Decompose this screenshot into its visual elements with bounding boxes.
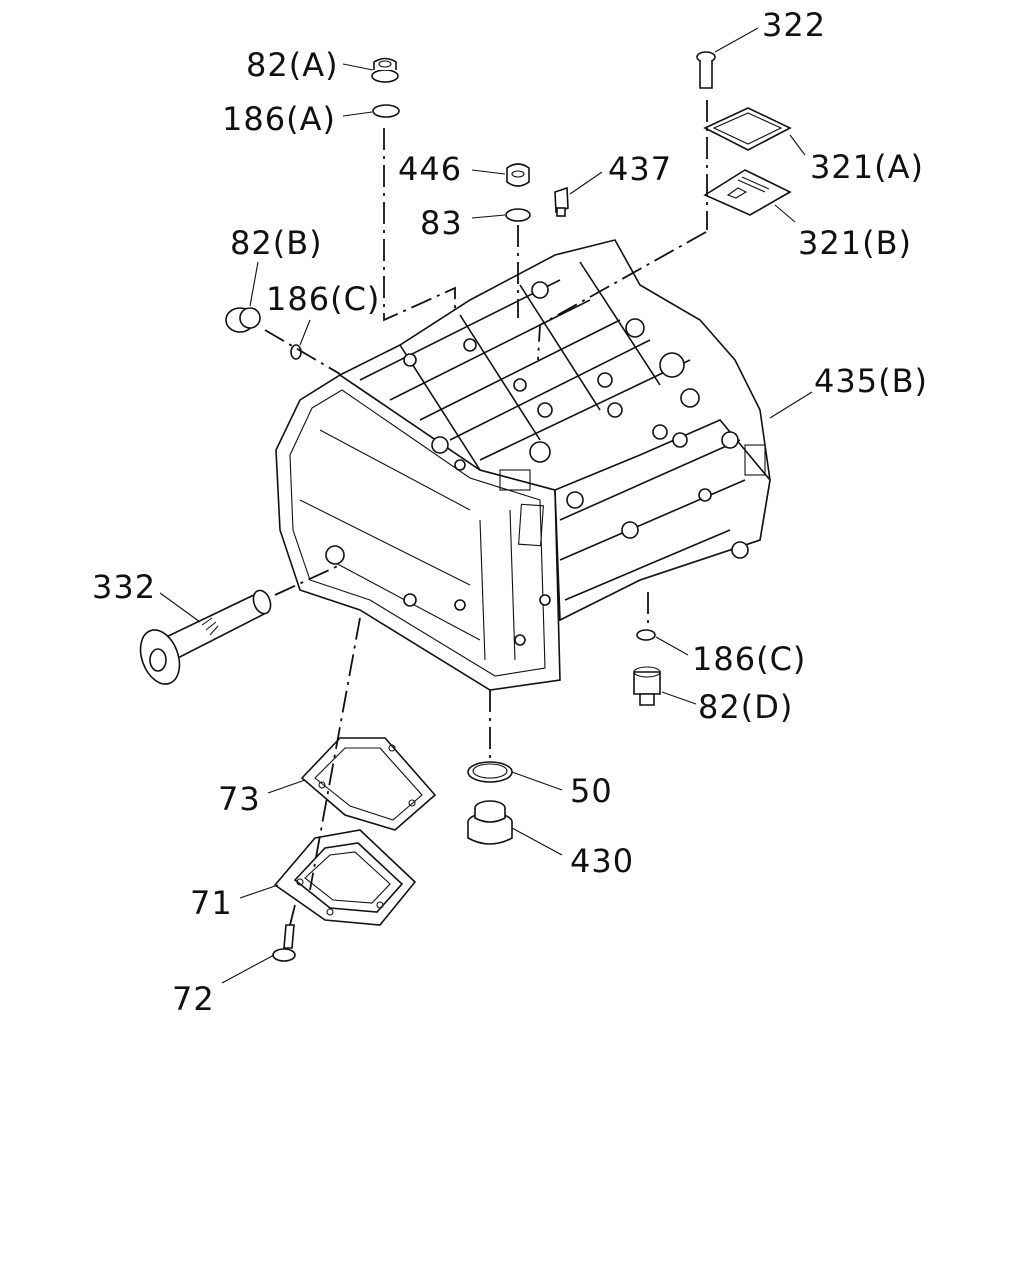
label-322: 322 [762, 6, 826, 44]
part-73-gasket [300, 737, 437, 831]
label-321B: 321(B) [798, 224, 912, 262]
label-73: 73 [218, 780, 261, 818]
part-82A-plug [371, 57, 399, 83]
part-446-plug [506, 163, 530, 187]
label-82A: 82(A) [246, 46, 339, 84]
label-435B: 435(B) [814, 362, 928, 400]
part-321B-plate [703, 169, 792, 216]
label-186C-bottom: 186(C) [692, 640, 806, 678]
label-72: 72 [172, 980, 215, 1018]
label-321A: 321(A) [810, 148, 924, 186]
label-83: 83 [420, 204, 463, 242]
part-82D-plug [633, 666, 661, 706]
part-186C-bottom-washer [636, 629, 656, 641]
label-50: 50 [570, 772, 613, 810]
part-83-washer [505, 208, 531, 222]
transmission-case [275, 239, 771, 691]
part-430-plug [467, 800, 513, 845]
part-322-bolt [696, 51, 716, 89]
part-50-oring [467, 761, 513, 783]
assembly-lines [264, 100, 708, 926]
part-437-breather [554, 186, 569, 217]
label-446: 446 [398, 150, 462, 188]
part-186C-top-washer [290, 344, 302, 360]
label-332: 332 [92, 568, 156, 606]
label-437: 437 [608, 150, 672, 188]
leader-lines [159, 27, 813, 984]
label-430: 430 [570, 842, 634, 880]
label-71: 71 [190, 884, 233, 922]
label-82B: 82(B) [230, 224, 323, 262]
part-186A-washer [372, 104, 400, 118]
label-82D: 82(D) [698, 688, 793, 726]
part-82B-plug [225, 307, 261, 333]
label-186A: 186(A) [222, 100, 336, 138]
label-186C-top: 186(C) [266, 280, 380, 318]
part-321A-gasket [703, 107, 792, 151]
part-71-cover [273, 829, 417, 926]
part-72-bolt [272, 924, 296, 962]
part-332-strainer [139, 589, 272, 685]
